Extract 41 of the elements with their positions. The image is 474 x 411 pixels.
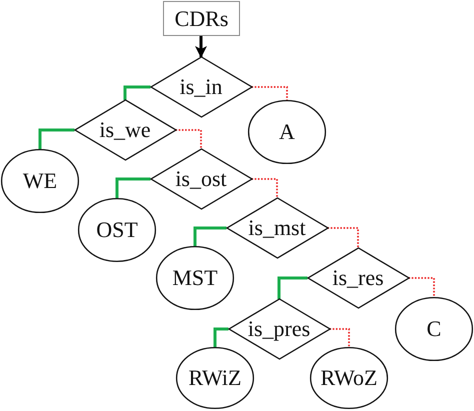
node-label: is_res (332, 267, 384, 289)
node-label: is_ost (175, 168, 227, 190)
outcome-ellipse (1, 149, 79, 213)
node-label: OST (96, 219, 138, 241)
outcome-ellipse (156, 246, 234, 310)
node-label: RWiZ (188, 367, 242, 389)
connector-line (252, 86, 288, 100)
node-label: A (279, 121, 295, 143)
connector-line (194, 226, 226, 246)
outcome-ellipse (248, 100, 326, 164)
connector-line (176, 129, 202, 149)
decision-diamond (228, 299, 330, 359)
node-label: CDRs (174, 8, 228, 30)
connector-line (116, 178, 150, 198)
node-label: RWoZ (320, 367, 378, 389)
node-label: is_pres (248, 318, 310, 340)
decision-diamond (74, 100, 176, 160)
connector-line (278, 276, 308, 299)
node-label: is_in (180, 76, 222, 98)
arrow (195, 36, 207, 58)
node-label: is_mst (248, 217, 306, 239)
decision-diamond (226, 198, 328, 258)
node-label: C (426, 318, 442, 340)
source-box (163, 1, 240, 36)
node-label: MST (172, 267, 218, 289)
node-label: WE (22, 170, 58, 192)
connector-line (328, 227, 359, 248)
decision-diamond (308, 248, 408, 308)
connector-line (330, 328, 350, 347)
connector-line (252, 178, 278, 198)
connector-line (214, 328, 228, 347)
connector-line (124, 86, 150, 100)
decision-diamond (150, 57, 252, 117)
outcome-ellipse (176, 347, 254, 409)
outcome-ellipse (310, 347, 388, 409)
connector-line (408, 277, 435, 297)
outcome-ellipse (395, 297, 473, 361)
connector-line (38, 128, 74, 149)
outcome-ellipse (78, 198, 156, 262)
decision-diamond (150, 149, 252, 209)
node-label: is_we (99, 119, 151, 141)
